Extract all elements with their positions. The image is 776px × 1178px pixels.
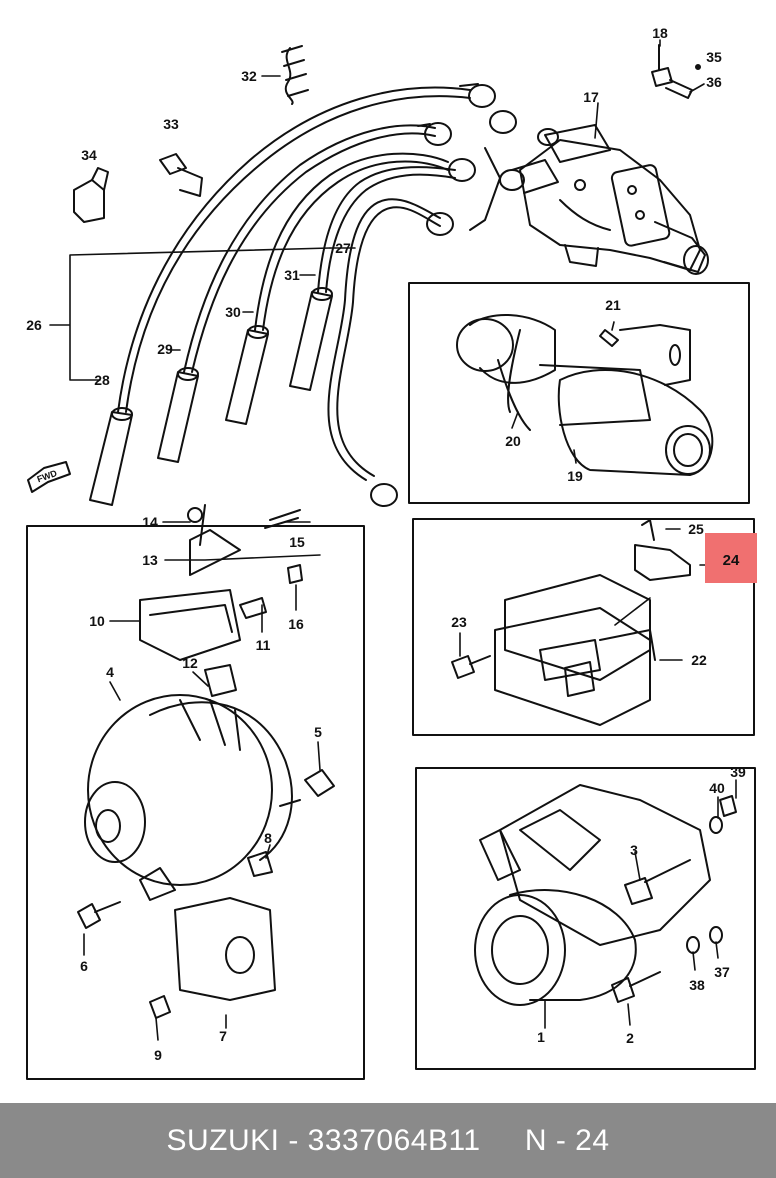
- plug-cap-28: [89, 411, 133, 506]
- high-tension-cords: [89, 83, 517, 507]
- footer-part-number: 3337064B11: [307, 1123, 481, 1157]
- callout-31: 31: [284, 267, 300, 283]
- igniter-drawing: [451, 519, 691, 726]
- footer-reference: N - 24: [524, 1123, 610, 1157]
- callout-16: 16: [288, 616, 304, 632]
- callout-22: 22: [691, 652, 707, 668]
- cord-clamps: [73, 45, 309, 223]
- callout-23: 23: [451, 614, 467, 630]
- callout-7: 7: [219, 1028, 227, 1044]
- callout-14: 14: [142, 514, 158, 530]
- ignition-coil-panel: [408, 282, 750, 504]
- callout-15: 15: [289, 534, 305, 550]
- callout-11: 11: [256, 637, 271, 653]
- highlighted-part-box: [705, 533, 757, 583]
- callout-17: 17: [583, 89, 599, 105]
- alternator-panel: [26, 525, 365, 1080]
- igniter-panel: [412, 518, 755, 736]
- callout-4: 4: [106, 664, 114, 680]
- callout-18: 18: [652, 25, 668, 41]
- callout-33: 33: [163, 116, 179, 132]
- starter-panel: [415, 767, 756, 1070]
- callout-28: 28: [94, 372, 110, 388]
- exploded-parts-diagram: 1 2 3 4 5 6 7 8 9 10 11 12 13 14 15 16 1…: [26, 25, 757, 1080]
- distributor-drawing: [499, 124, 709, 275]
- leader-lines: [49, 39, 737, 1041]
- callout-13: 13: [142, 552, 158, 568]
- callout-12: 12: [182, 655, 198, 671]
- callout-35: 35: [706, 49, 722, 65]
- callout-3: 3: [630, 842, 638, 858]
- callout-30: 30: [225, 304, 241, 320]
- callout-6: 6: [80, 958, 88, 974]
- callout-labels: 1 2 3 4 5 6 7 8 9 10 11 12 13 14 15 16 1…: [26, 25, 746, 1063]
- bolt-18-drawing: [651, 44, 701, 99]
- footer-bar: SUZUKI - 3337064B11 N - 24: [0, 1103, 776, 1178]
- alternator-drawing: [77, 504, 335, 1019]
- callout-5: 5: [314, 724, 322, 740]
- callout-38: 38: [689, 977, 705, 993]
- callout-21: 21: [605, 297, 621, 313]
- callout-20: 20: [505, 433, 521, 449]
- starter-drawing: [474, 784, 737, 1006]
- forward-arrow-marker: [27, 461, 71, 493]
- callout-37: 37: [714, 964, 730, 980]
- footer-brand: SUZUKI: [166, 1123, 280, 1157]
- callout-10: 10: [89, 613, 105, 629]
- callout-29: 29: [157, 341, 173, 357]
- callout-27: 27: [335, 240, 351, 256]
- callout-39: 39: [730, 764, 746, 780]
- callout-2: 2: [626, 1030, 634, 1046]
- callout-25: 25: [688, 521, 704, 537]
- callout-8: 8: [264, 830, 272, 846]
- callout-36: 36: [706, 74, 722, 90]
- callout-26: 26: [26, 317, 42, 333]
- callout-34: 34: [81, 147, 97, 163]
- footer-gap: [481, 1124, 525, 1158]
- ignition-coil-drawing: [456, 314, 714, 476]
- footer-separator: -: [279, 1123, 308, 1157]
- callout-1: 1: [537, 1029, 545, 1045]
- callout-19: 19: [567, 468, 583, 484]
- callout-9: 9: [154, 1047, 162, 1063]
- callout-32: 32: [241, 68, 257, 84]
- callout-40: 40: [709, 780, 725, 796]
- callout-24: 24: [723, 552, 740, 569]
